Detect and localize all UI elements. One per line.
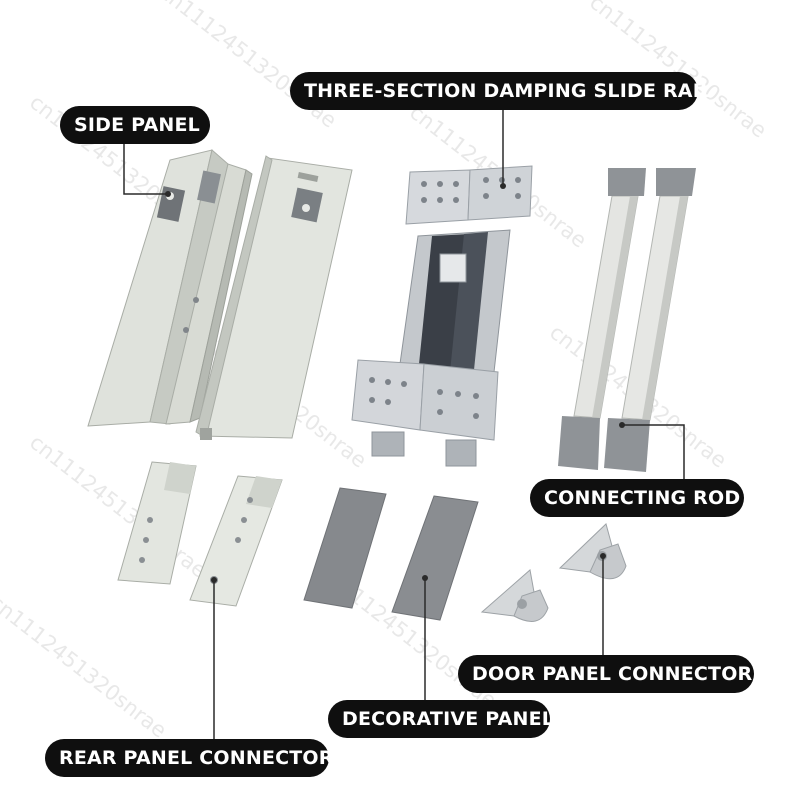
decorative-panel-right	[391, 495, 479, 621]
rear-panel-connector-left	[117, 461, 197, 585]
connecting-rod-label: CONNECTING ROD	[530, 479, 744, 517]
leader-side-panel	[123, 144, 168, 195]
leader-connecting-rod	[622, 424, 685, 479]
rear-panel-connector-label: REAR PANEL CONNECTOR	[45, 739, 333, 777]
leader-dots	[165, 183, 625, 583]
decorative-panel-label: DECORATIVE PANEL	[328, 700, 554, 738]
leader-lines	[123, 110, 685, 739]
connecting-rod-left	[558, 168, 646, 470]
side-panel-label: SIDE PANEL	[60, 106, 210, 144]
decorative-panel-left	[303, 487, 387, 609]
slide-rail-label: THREE-SECTION DAMPING SLIDE RAIL	[290, 72, 712, 110]
side-panel-right	[195, 155, 353, 440]
door-panel-connector-right	[558, 523, 627, 580]
door-panel-connector-label: DOOR PANEL CONNECTOR	[458, 655, 754, 693]
door-panel-connector-left	[480, 569, 549, 622]
side-panel-left	[87, 149, 253, 427]
slide-rail	[351, 165, 533, 467]
rear-panel-connector-right	[189, 475, 283, 607]
connecting-rod-right	[604, 168, 696, 472]
